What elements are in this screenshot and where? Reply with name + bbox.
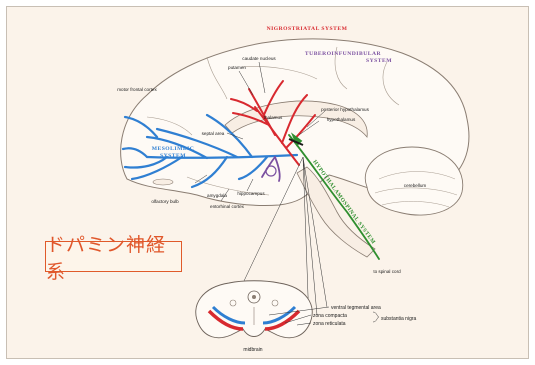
- midbrain-label: midbrain: [243, 347, 262, 353]
- amygdala-label: amygdala: [207, 193, 227, 198]
- entorhinal-cortex-label: entorhinal cortex: [210, 204, 245, 209]
- dopamine-system-title: ドパミン神経系: [46, 230, 181, 284]
- to-spinal-cord-label: to spinal cord: [373, 269, 401, 274]
- hypothalamus-label: hypothalamus: [327, 117, 356, 122]
- tuberoinfundibular-label-line2: SYSTEM: [366, 58, 392, 64]
- midbrain-cross-section: [196, 281, 312, 338]
- hippocampus-label: hippocampus: [237, 191, 265, 196]
- tuberoinfundibular-label-line1: TUBEROINFUNDIBULAR: [305, 51, 382, 57]
- ventral-tegmental-area-label: ventral tegmental area: [331, 305, 381, 311]
- mesolimbic-label-line2: SYSTEM: [160, 153, 186, 159]
- zona-compacta-label: zona compacta: [313, 313, 347, 319]
- zona-reticulata-label: zona reticulata: [313, 321, 346, 327]
- motor-frontal-cortex-label: motor frontal cortex: [117, 87, 157, 92]
- thalamus-label: thalamus: [264, 115, 283, 120]
- caudate-nucleus-label: caudate nucleus: [242, 56, 276, 61]
- posterior-hypothalamus-label: posterior hypothalamus: [321, 107, 369, 112]
- putamen-label: putamen: [228, 65, 246, 70]
- olfactory-bulb-shape: [153, 179, 173, 185]
- olfactory-bulb-label: olfactory bulb: [151, 199, 179, 204]
- dopamine-system-title-box: ドパミン神経系: [45, 241, 182, 272]
- diagram-slide: NIGROSTRIATAL SYSTEM TUBEROINFUNDIBULAR …: [6, 6, 529, 359]
- nigrostriatal-system-label: NIGROSTRIATAL SYSTEM: [267, 26, 348, 32]
- cerebellum-shape: [365, 147, 463, 215]
- substantia-nigra-label: substantia nigra: [381, 316, 417, 322]
- brain-diagram: NIGROSTRIATAL SYSTEM TUBEROINFUNDIBULAR …: [7, 7, 529, 359]
- cerebellum-label: cerebellum: [404, 183, 427, 188]
- mesolimbic-label-line1: MESOLIMBIC: [152, 146, 195, 152]
- septal-area-label: septal area: [202, 131, 225, 136]
